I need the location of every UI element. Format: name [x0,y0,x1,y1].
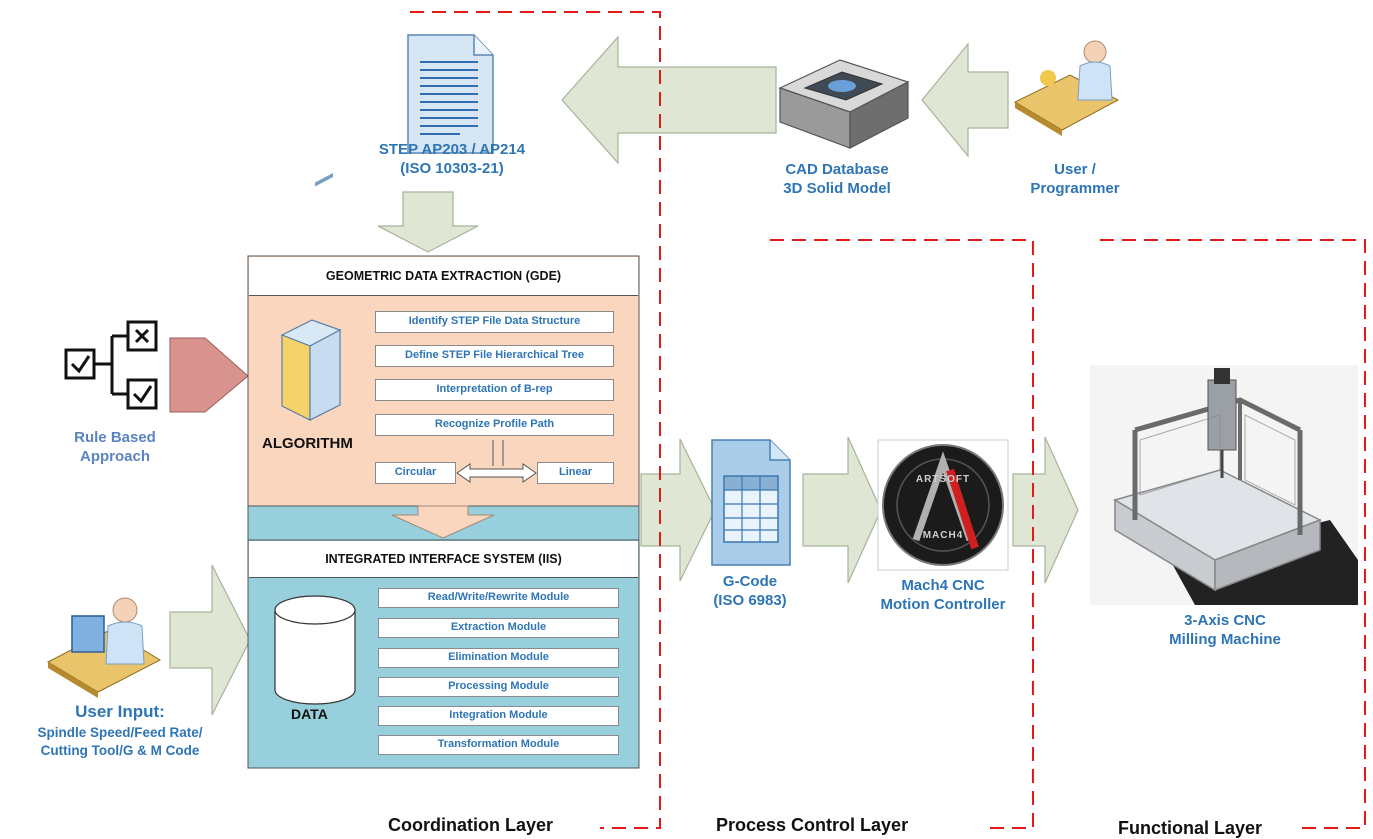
iis-module: Transformation Module [378,735,619,755]
gde-step: Recognize Profile Path [375,414,614,436]
iis-module: Extraction Module [378,618,619,638]
arrow-userinput-to-iis [169,564,251,716]
mach4-logo-top-text: ARTSOFT [915,474,971,485]
gde-branch-linear: Linear [537,462,614,484]
mach4-logo-bottom-text: MACH4 [922,530,964,541]
user-input-label: User Input: [75,702,165,721]
mach4-logo [877,439,1009,571]
boundary-functional [1100,239,1366,829]
spreadsheet-file-icon [711,439,791,566]
arrow-rule-to-gde [169,337,249,413]
iis-module: Processing Module [378,677,619,697]
gde-step: Interpretation of B-rep [375,379,614,401]
arrow-step-to-gde [377,191,479,253]
user-input-detail: Spindle Speed/Feed Rate/ Cutting Tool/G … [37,725,203,758]
iis-title: INTEGRATED INTERFACE SYSTEM (IIS) [249,541,638,578]
layer-label-process-control: Process Control Layer [716,815,909,835]
cad-database-label: CAD Database 3D Solid Model [783,161,891,197]
arrow-iis-to-gcode [640,438,716,582]
gde-step: Define STEP File Hierarchical Tree [375,345,614,367]
user-computer-icon [46,597,162,698]
gde-step: Identify STEP File Data Structure [375,311,614,333]
document-icon [407,34,494,154]
layer-label-functional: Functional Layer [1118,818,1263,838]
arrow-cad-to-step [561,35,777,165]
tape-drive-icon [778,59,910,149]
gde-branch-circular: Circular [375,462,456,484]
arrow-mach4-to-cnc [1012,436,1079,584]
cnc-label: 3-Axis CNC Milling Machine [1169,612,1281,648]
user-programmer-label: User / Programmer [1030,161,1120,197]
iis-module: Integration Module [378,706,619,726]
arrow-gcode-to-mach4 [802,436,882,584]
decision-tree-icon [64,320,158,410]
arrow-gde-to-iis [391,505,495,539]
algorithm-label: ALGORITHM [262,435,353,452]
cnc-machine-illustration [1090,365,1358,605]
database-icon [274,595,356,705]
iis-module: Elimination Module [378,648,619,668]
rule-based-label: Rule Based Approach [74,429,156,465]
data-label: DATA [291,706,328,722]
server-icon [280,172,342,421]
layer-label-coordination: Coordination Layer [388,815,554,835]
arrow-user-to-cad [921,42,1009,158]
step-file-label: STEP AP203 / AP214 (ISO 10303-21) [378,141,526,177]
boundary-process-control [770,239,1034,829]
user-workstation-icon [1013,40,1120,136]
gcode-label: G-Code (ISO 6983) [713,573,787,609]
gde-title: GEOMETRIC DATA EXTRACTION (GDE) [249,257,638,296]
mach4-label: Mach4 CNC Motion Controller [880,577,1006,613]
iis-module: Read/Write/Rewrite Module [378,588,619,608]
